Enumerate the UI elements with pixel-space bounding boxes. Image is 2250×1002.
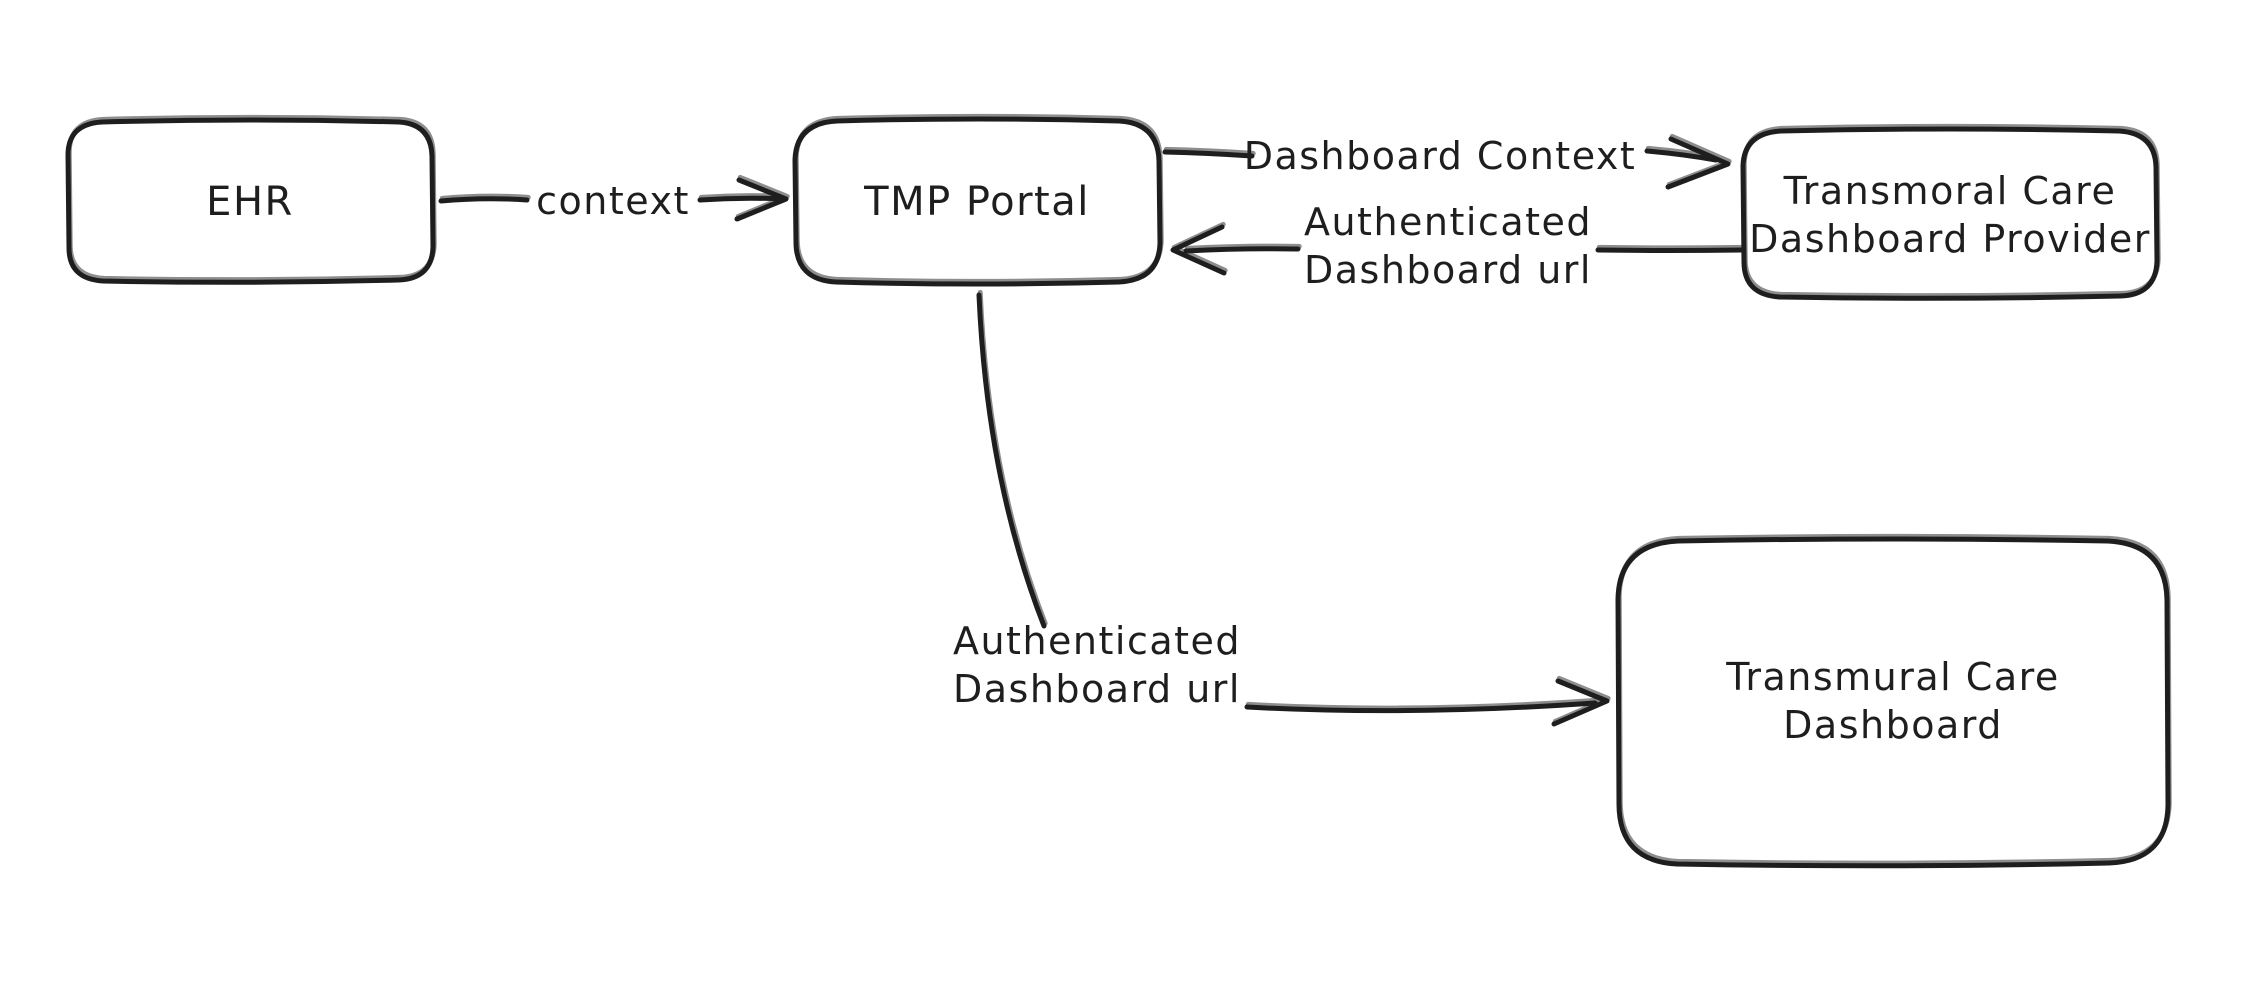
edge-label-line1: Authenticated: [1303, 200, 1593, 244]
edge-label-line2: Dashboard url: [952, 667, 1241, 711]
portal-to-provider-arrow-segment: [1644, 148, 1719, 163]
portal-to-provider-arrow-segment: [1162, 149, 1255, 159]
edge-label-line1: Authenticated: [952, 619, 1242, 663]
tmp-portal-node-label: TMP Portal: [864, 179, 1090, 225]
ehr-node-label: EHR: [206, 179, 294, 225]
provider-node-label-line2: Dashboard Provider: [1749, 217, 2151, 261]
provider-node-label: Transmoral Care Dashboard Provider: [1749, 167, 2151, 263]
provider-node-label-line1: Transmoral Care: [1783, 169, 2117, 213]
portal-to-dashboard-arrow-segment: [1244, 700, 1598, 714]
provider-to-portal-arrow-segment: [1183, 246, 1301, 254]
edge-label-dashboard-context: Dashboard Context: [1243, 134, 1637, 178]
edge-label-authenticated-dashboard-url-top: Authenticated Dashboard url: [1304, 198, 1592, 294]
portal-to-dashboard-arrow-curve: [976, 292, 1047, 629]
dashboard-node-label-line1: Transmural Care: [1726, 655, 2060, 699]
edge-label-line2: Dashboard url: [1303, 248, 1592, 292]
dashboard-node-label: Transmural Care Dashboard: [1726, 653, 2060, 749]
edge-label-context: context: [536, 179, 690, 223]
edge-label-authenticated-dashboard-url-bottom: Authenticated Dashboard url: [953, 617, 1241, 713]
provider-to-portal-arrow-segment: [1595, 247, 1745, 253]
dashboard-node-label-line2: Dashboard: [1783, 703, 2003, 747]
